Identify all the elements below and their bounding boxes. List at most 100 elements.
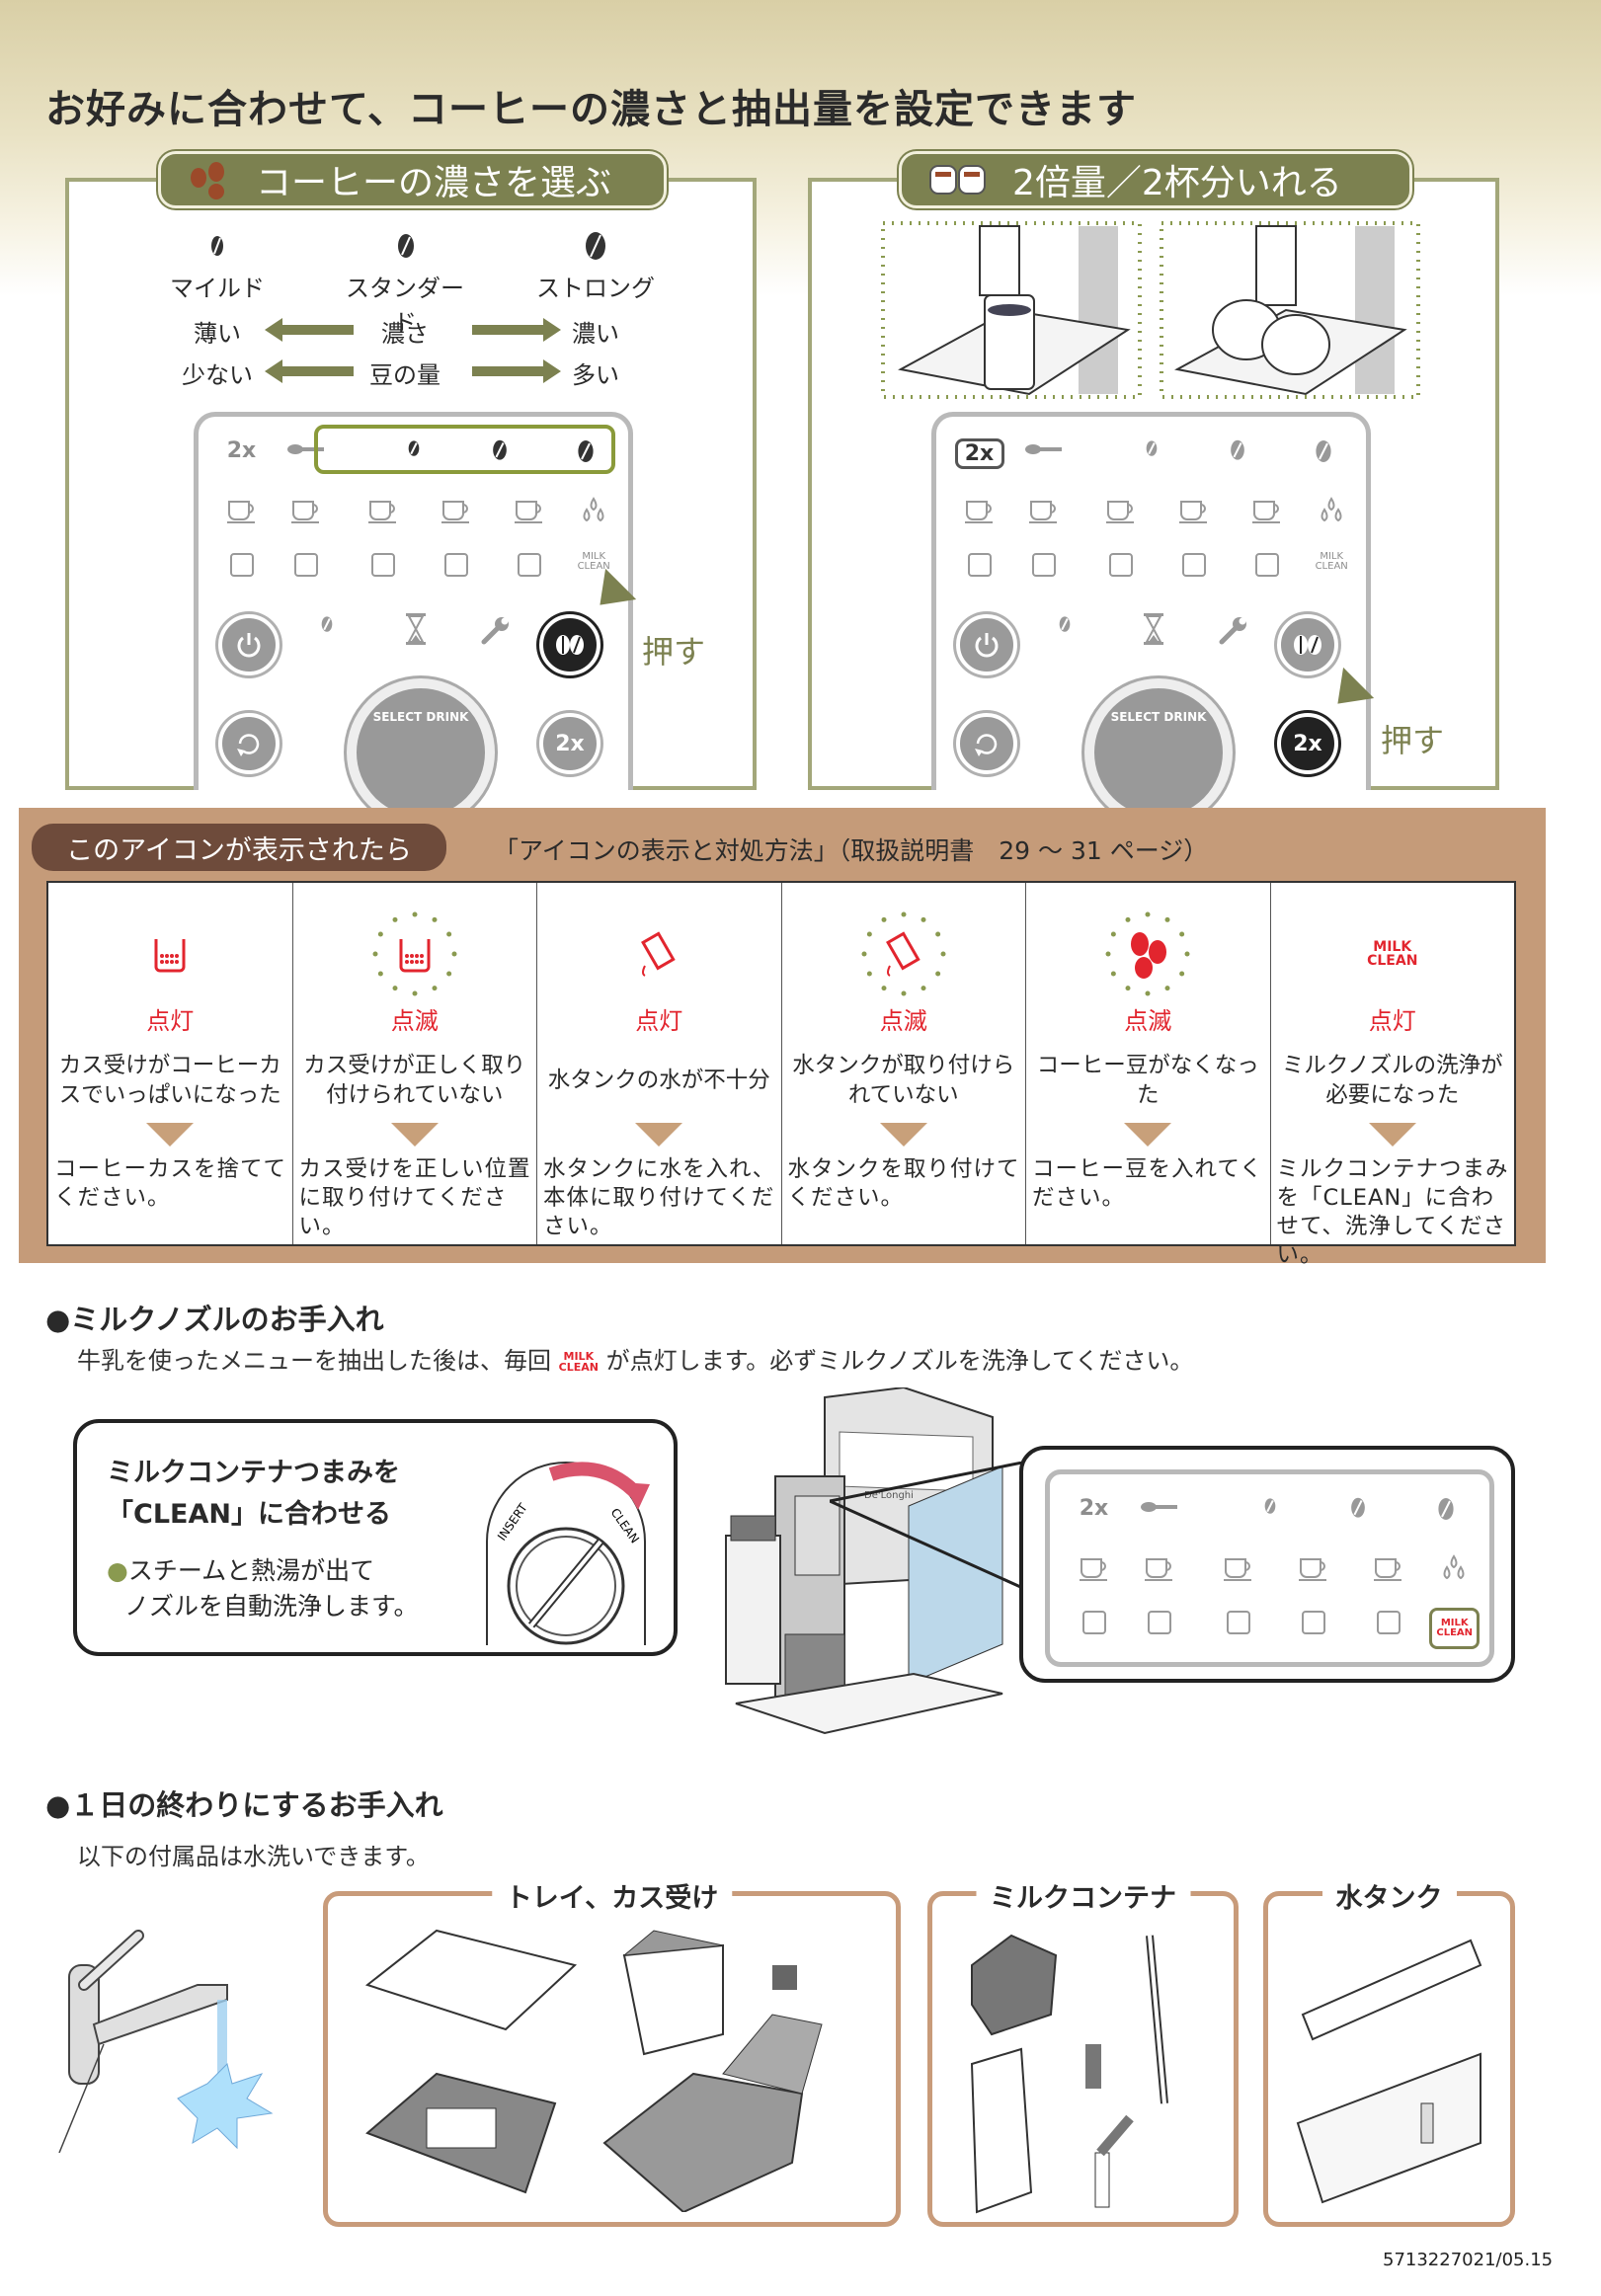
grounds-container-icon [1135, 1608, 1184, 1643]
bean-mild-icon [211, 236, 223, 256]
status-label: 点灯 [146, 1007, 195, 1035]
strength-tab: コーヒーの濃さを選ぶ [158, 151, 667, 208]
condition-text: コーヒー豆がなくなった [1036, 1053, 1259, 1108]
menu-book-icon [1070, 1608, 1119, 1643]
bean-standard-icon [1333, 1496, 1383, 1525]
icon-table-column: 点灯水タンクの水が不十分水タンクに水を入れ、本体に取り付けてください。 [537, 883, 782, 1244]
double-icon: 2x [1079, 1496, 1109, 1521]
two-cups-illustration [1160, 221, 1420, 399]
icon-table-column: 点滅カス受けが正しく取り付けられていないカス受けを正しい位置に取り付けてください… [293, 883, 537, 1244]
spoon-icon [281, 438, 331, 463]
strength-tab-label: コーヒーの濃さを選ぶ [256, 163, 612, 203]
page-title: お好みに合わせて、コーヒーの濃さと抽出量を設定できます [45, 87, 1137, 132]
long-coffee-icon [1219, 1553, 1258, 1587]
select-drink-dial[interactable]: SELECT DRINK [347, 678, 495, 827]
faucet-illustration [58, 1930, 274, 2153]
coffee-beans-icon [191, 162, 224, 199]
condition-text: カス受けがコーヒーカスでいっぱいになった [58, 1053, 281, 1108]
amount-high: 多い [572, 361, 619, 389]
condition-text: ミルクノズルの洗浄が必要になった [1281, 1053, 1503, 1108]
spoon-icon [1135, 1496, 1184, 1521]
single-mug-illustration [881, 221, 1142, 399]
down-triangle-icon [635, 1123, 683, 1147]
cappuccino-icon [1294, 1553, 1333, 1587]
tray-group: トレイ、カス受け [323, 1876, 901, 2227]
bean-standard-icon [475, 438, 524, 467]
latte-icon [1369, 1553, 1408, 1587]
daily-care-heading: ●１日の終わりにするお手入れ [45, 1788, 443, 1822]
bean-strong-icon [1421, 1496, 1471, 1528]
grounds-container-blink-icon [293, 905, 537, 1003]
action-text: 水タンクを取り付けてください。 [787, 1156, 1020, 1211]
aroma-button[interactable] [539, 614, 600, 675]
action-text: ミルクコンテナつまみを「CLEAN」に合わせて、洗浄してください。 [1276, 1156, 1509, 1268]
grounds-container-icon [1019, 550, 1069, 586]
bean-strong-icon [586, 232, 605, 260]
manual-reference: 「アイコンの表示と対処方法」（取扱説明書 29 〜 31 ページ） [494, 836, 1209, 865]
down-triangle-icon [1124, 1123, 1172, 1147]
strength-levels: マイルド スタンダード ストロング 薄い 濃さ 濃い 少ない 豆の量 多い [148, 227, 662, 425]
icon-table-column: 点滅水タンクが取り付けられていない水タンクを取り付けてください。 [782, 883, 1026, 1244]
power-button[interactable] [218, 614, 280, 675]
level-strong: ストロング [536, 275, 655, 302]
status-label: 点灯 [1368, 1007, 1416, 1035]
descale-icon [432, 550, 481, 586]
descale-icon [1289, 1608, 1338, 1643]
double-button[interactable]: 2x [1277, 713, 1338, 774]
bean-standard-icon [398, 234, 414, 258]
daily-care-text: 以下の付属品は水洗いできます。 [77, 1843, 430, 1870]
latte-icon [1247, 496, 1287, 529]
water-tank-blink-icon [782, 905, 1026, 1003]
document-code: 5713227021/05.15 [1383, 2250, 1554, 2270]
condition-text: カス受けが正しく取り付けられていない [303, 1053, 526, 1108]
double-tab: 2倍量／2杯分いれる [899, 151, 1412, 208]
rinse-button[interactable] [218, 713, 280, 774]
action-text: コーヒー豆を入れてください。 [1032, 1156, 1263, 1211]
level-mild: マイルド [170, 275, 265, 302]
grounds-container-icon [48, 905, 292, 1003]
milk-container-group: ミルクコンテナ [927, 1876, 1239, 2227]
coffee-icon [286, 496, 326, 529]
milk-container-group-label: ミルクコンテナ [976, 1876, 1190, 1915]
water-tank-group-label: 水タンク [1321, 1876, 1457, 1915]
cappuccino-icon [1174, 496, 1214, 529]
grounds-container-icon [281, 550, 331, 586]
action-text: 水タンクに水を入れ、本体に取り付けてください。 [543, 1156, 776, 1239]
rinse-button[interactable] [956, 713, 1017, 774]
down-triangle-icon [390, 1123, 439, 1147]
power-button[interactable] [956, 614, 1017, 675]
condition-text: 水タンクの水が不十分 [547, 1068, 770, 1093]
menu-book-icon [955, 550, 1004, 586]
direction-arrows [265, 318, 561, 383]
down-triangle-icon [1368, 1123, 1416, 1147]
long-coffee-icon [363, 496, 403, 529]
dial-label: SELECT DRINK [1110, 710, 1207, 724]
wrench-icon [475, 614, 515, 654]
hourglass-icon [1134, 612, 1173, 652]
double-icon: 2x [954, 438, 1004, 469]
press-arrow-icon [1321, 667, 1375, 720]
cup-illustrations [881, 221, 1420, 399]
bean-mild-icon [389, 438, 439, 463]
icon-table-column: 点滅コーヒー豆がなくなったコーヒー豆を入れてください。 [1026, 883, 1271, 1244]
action-text: コーヒーカスを捨ててください。 [54, 1156, 287, 1211]
hot-water-icon [1434, 1553, 1474, 1589]
callout-bullet: ●スチームと熱湯が出てノズルを自動洗浄します。 [107, 1556, 419, 1621]
callout-title: ミルクコンテナつまみを「CLEAN」に合わせる [107, 1458, 400, 1530]
aroma-button[interactable] [1277, 614, 1338, 675]
milk-container-icon [1242, 550, 1292, 586]
density-low: 薄い [194, 320, 241, 348]
select-drink-dial[interactable]: SELECT DRINK [1084, 678, 1233, 827]
milk-container-parts-illustration [970, 1934, 1168, 2214]
press-arrow-icon [584, 568, 637, 621]
menu-book-icon [217, 550, 267, 586]
double-button[interactable]: 2x [539, 713, 600, 774]
